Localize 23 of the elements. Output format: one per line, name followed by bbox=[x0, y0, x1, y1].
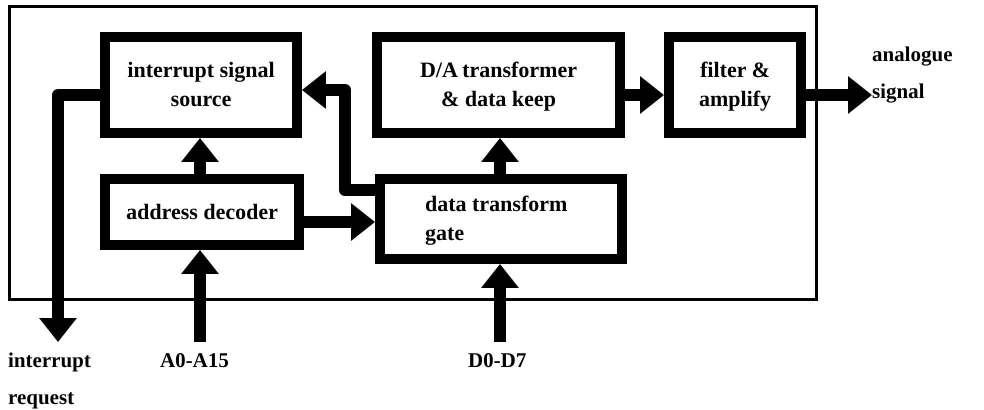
block-box bbox=[375, 174, 627, 264]
arrow bbox=[304, 203, 375, 241]
signal-label: A0-A15 bbox=[160, 342, 260, 379]
block-label: filter & amplify bbox=[698, 56, 772, 113]
arrow bbox=[625, 76, 664, 114]
arrow bbox=[481, 264, 519, 342]
arrow bbox=[806, 76, 872, 114]
signal-label: D0-D7 bbox=[468, 342, 568, 379]
block-label: data transform gate bbox=[425, 190, 568, 247]
signal-label: analogue signal bbox=[872, 36, 982, 110]
arrow bbox=[181, 250, 219, 342]
arrow bbox=[481, 138, 519, 174]
outer-frame bbox=[8, 5, 818, 301]
block-label: D/A transformer & data keep bbox=[418, 56, 578, 113]
block-box bbox=[100, 174, 304, 250]
block-label: interrupt signal source bbox=[126, 56, 276, 113]
arrow bbox=[302, 71, 375, 196]
block-label: address decoder bbox=[126, 198, 278, 226]
block-box bbox=[372, 32, 625, 138]
block-box bbox=[100, 32, 302, 138]
block-box bbox=[664, 32, 806, 138]
arrow bbox=[181, 138, 219, 174]
signal-label: interrupt request bbox=[8, 342, 118, 410]
